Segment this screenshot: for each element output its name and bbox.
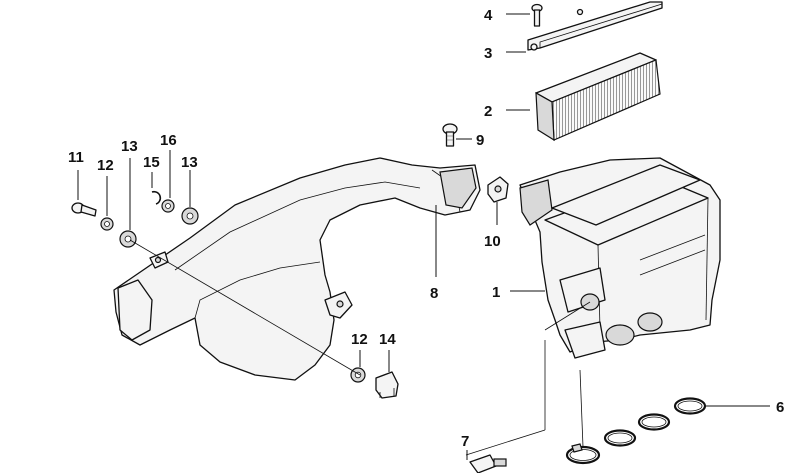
- callout-6: 6: [776, 399, 784, 416]
- hose-clamps-part-6: [565, 397, 707, 465]
- bolt-part-9: [442, 123, 458, 147]
- callout-9: 9: [476, 132, 484, 149]
- clip-part-14: [375, 371, 399, 399]
- sensor-part-7: [469, 454, 507, 473]
- washer-part-12-upper: [100, 217, 114, 231]
- washer-part-16: [161, 199, 175, 213]
- callout-3: 3: [484, 45, 492, 62]
- cover-bracket-part-3: [527, 1, 663, 51]
- washer-part-12-lower: [350, 367, 366, 383]
- intake-duct-part-8: [113, 157, 481, 381]
- callout-7: 7: [461, 433, 469, 450]
- grommet-part-13-right: [181, 207, 199, 225]
- callout-13-left: 13: [121, 138, 138, 155]
- callout-12-lower: 12: [351, 331, 368, 348]
- callout-labels: 4 3 2 9 10 8 1 6 7 11 12 13 15 16 13 12 …: [68, 7, 784, 450]
- grommet-part-13-left: [119, 230, 137, 248]
- callout-16: 16: [160, 132, 177, 149]
- callout-14: 14: [379, 331, 396, 348]
- callout-1: 1: [492, 284, 500, 301]
- screw-part-11: [71, 202, 97, 217]
- callout-15: 15: [143, 154, 160, 171]
- callout-11: 11: [68, 149, 84, 166]
- callout-8: 8: [430, 285, 438, 302]
- air-filter-part-2: [535, 52, 661, 142]
- air-filter-housing-part-1: [519, 157, 721, 359]
- screw-part-4: [531, 3, 543, 27]
- callout-12-upper: 12: [97, 157, 114, 174]
- callout-4: 4: [484, 7, 493, 24]
- callout-13-right: 13: [181, 154, 198, 171]
- callout-10: 10: [484, 233, 501, 250]
- leader-lines: [77, 13, 770, 460]
- callout-2: 2: [484, 103, 492, 120]
- clip-nut-part-10: [487, 176, 509, 203]
- clip-ring-part-15: [151, 190, 162, 205]
